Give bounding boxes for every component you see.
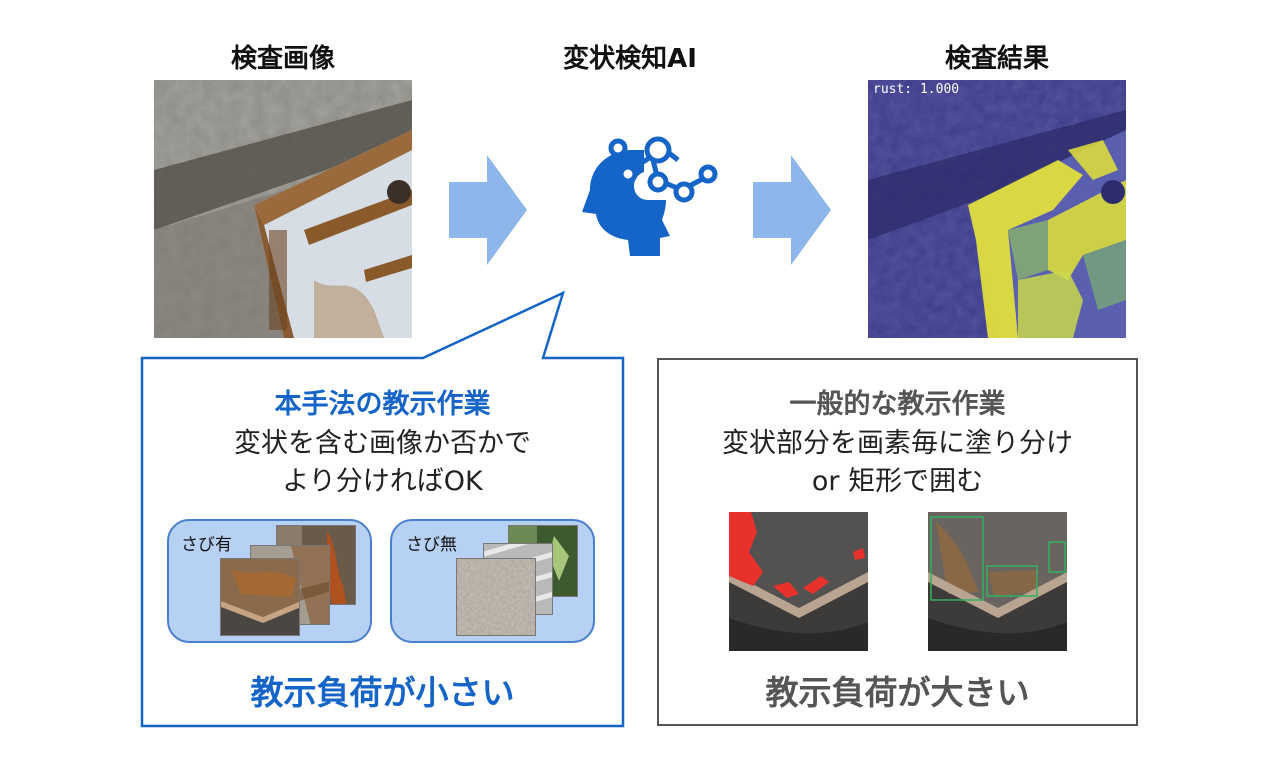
proposed-method-footer: 教示負荷が小さい	[250, 673, 515, 712]
ai-title: 変状検知AI	[563, 44, 697, 74]
input-image	[154, 80, 412, 338]
general-method-footer: 教示負荷が大きい	[765, 673, 1030, 712]
result-overlay-label: rust: 1.000	[873, 82, 960, 97]
pixel-mask-example-image	[729, 512, 868, 651]
result-title: 検査結果	[944, 44, 1049, 74]
rust-sample-thumbnail-1	[220, 558, 300, 636]
input-image-title: 検査画像	[230, 44, 335, 74]
folder-with-rust-label: さび有	[181, 535, 232, 555]
result-image: rust: 1.000	[868, 80, 1126, 338]
ai-head-network-icon	[570, 128, 720, 267]
arrow-right-icon-2	[753, 155, 831, 265]
proposed-method-description-line1: 変状を含む画像か否かで	[234, 428, 531, 459]
arrow-right-icon-1	[449, 155, 527, 265]
general-method-title: 一般的な教示作業	[789, 389, 1006, 420]
general-method-description-line2: or 矩形で囲む	[811, 466, 984, 497]
bounding-box-example-image	[928, 512, 1067, 651]
proposed-method-title: 本手法の教示作業	[274, 389, 491, 420]
proposed-method-description-line2: より分ければOK	[282, 466, 483, 497]
no-rust-sample-thumbnail-1	[456, 558, 536, 636]
general-method-description-line1: 変状部分を画素毎に塗り分け	[722, 428, 1073, 459]
folder-without-rust-label: さび無	[406, 535, 457, 555]
